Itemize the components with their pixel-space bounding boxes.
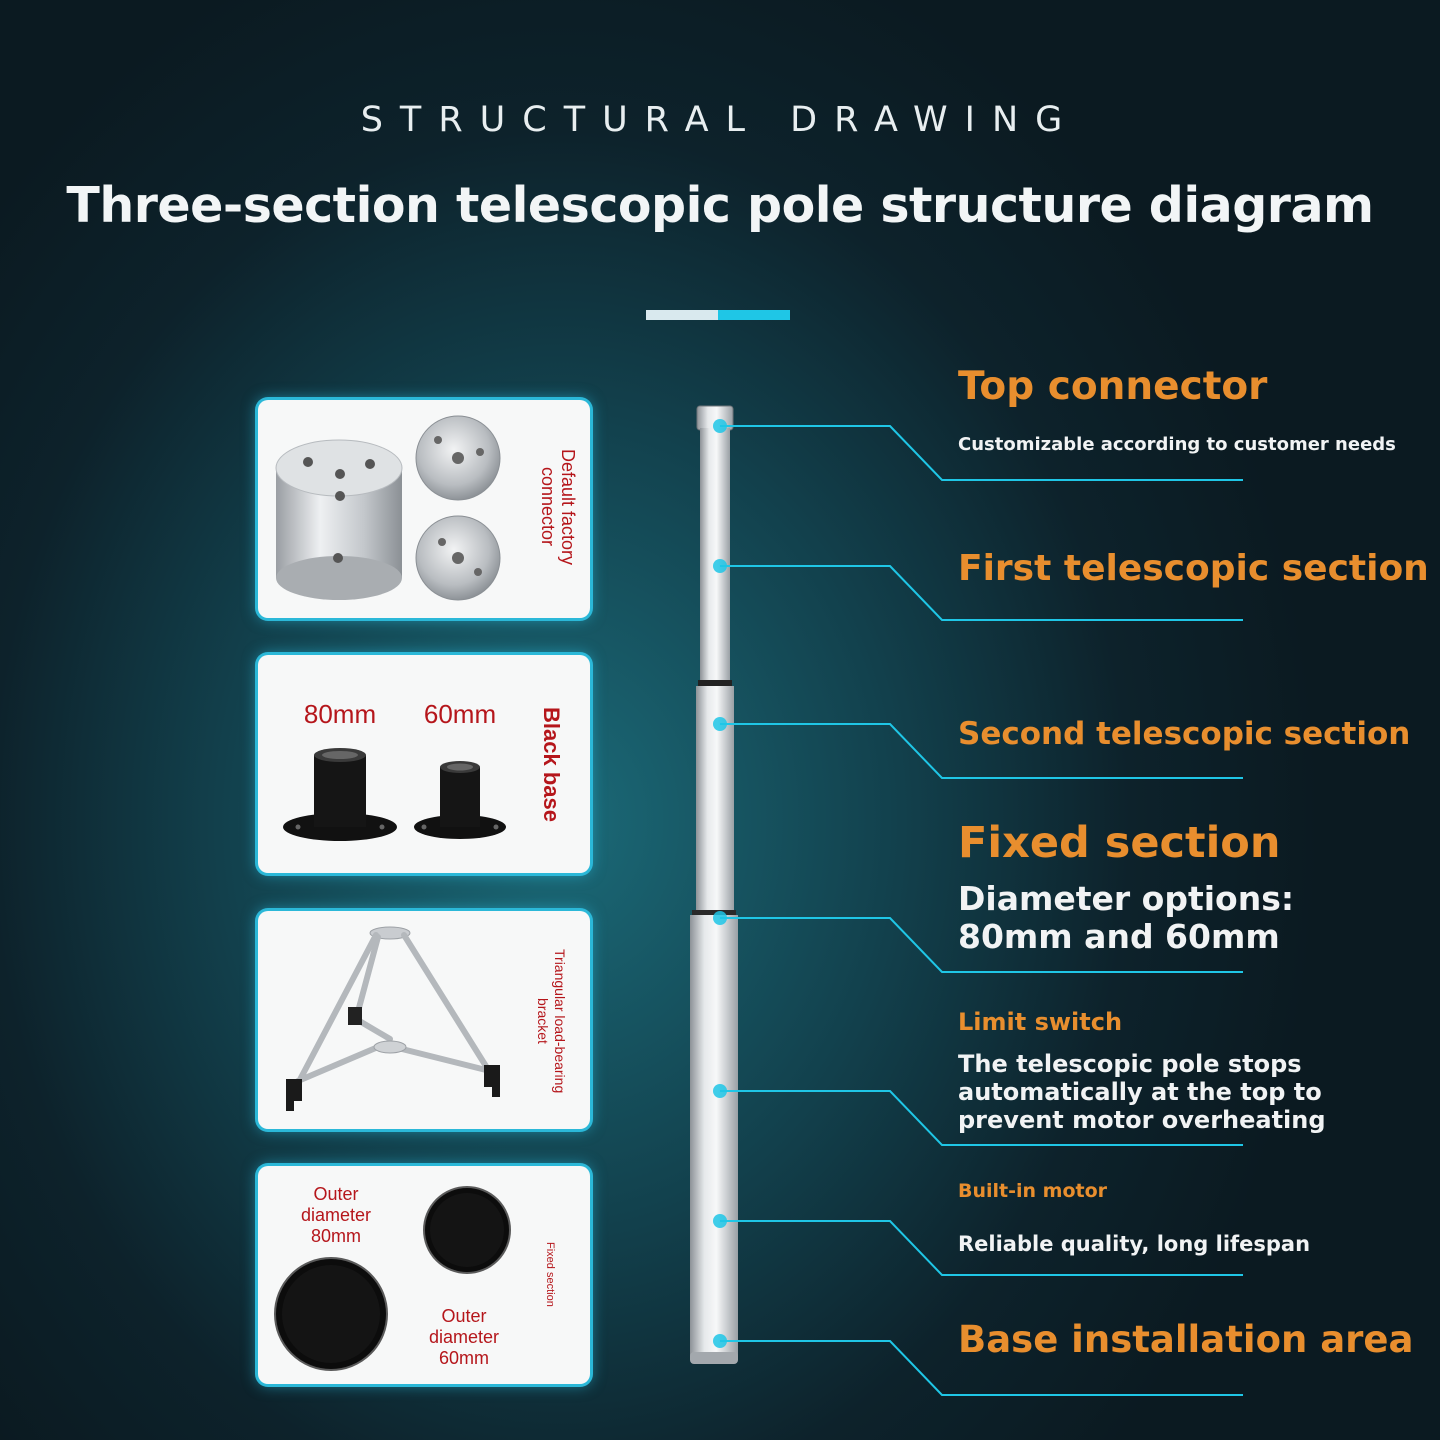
callout-title-top-connector: Top connector <box>958 364 1268 409</box>
tripod-bracket-illustration <box>286 926 500 1111</box>
fixed-section-cross-sections <box>274 1186 511 1371</box>
leader-line-built-in-motor <box>713 1214 1243 1276</box>
leader-line-top-connector <box>713 419 1243 481</box>
leader-line-limit-switch <box>713 1084 1243 1146</box>
callout-title-fixed-section: Fixed section <box>958 818 1281 868</box>
bracket-card: Triangular load-bearing bracket <box>258 911 590 1129</box>
leader-dot <box>713 1334 727 1348</box>
callout-title-built-in-motor: Built-in motor <box>958 1180 1108 1202</box>
outer-diameter-60: Outer diameter 60mm <box>428 1306 500 1368</box>
callout-title-second-telescopic-section: Second telescopic section <box>958 716 1411 752</box>
page-title: Three-section telescopic pole structure … <box>66 177 1374 234</box>
leader-dot <box>713 717 727 731</box>
outer-diameter-80: Outer diameter 80mm <box>300 1184 372 1246</box>
section-kicker: STRUCTURAL DRAWING <box>360 100 1080 140</box>
base-size-80: 80mm <box>303 699 377 729</box>
leader-dot <box>713 911 727 925</box>
leader-line-base-installation-area <box>713 1334 1243 1396</box>
callout-desc-fixed-section: Diameter options: 80mm and 60mm <box>958 879 1295 956</box>
fixed-section-card: Outer diameter 80mm Outer diameter 60mm … <box>258 1166 590 1384</box>
black-base-card: 80mm 60mm Black base <box>258 655 590 873</box>
title-underline <box>646 310 790 320</box>
callout-leader-lines <box>713 419 1243 1396</box>
leader-dot <box>713 559 727 573</box>
black-base-label: Black base <box>539 706 564 822</box>
base-size-60: 60mm <box>423 699 497 729</box>
callout-title-base-installation-area: Base installation area <box>958 1318 1414 1361</box>
leader-line-second-telescopic-section <box>713 717 1243 779</box>
leader-line-first-telescopic-section <box>713 559 1243 621</box>
callout-desc-limit-switch: The telescopic pole stops automatically … <box>958 1050 1326 1134</box>
connector-label: Default factory connector <box>538 448 578 566</box>
fixed-section-card-label: Fixed section <box>544 1241 556 1307</box>
connector-illustration <box>275 415 501 601</box>
callout-title-first-telescopic-section: First telescopic section <box>958 548 1429 589</box>
black-base-illustration <box>283 748 506 841</box>
connector-card: Default factory connector <box>258 400 590 618</box>
callout-title-limit-switch: Limit switch <box>958 1008 1123 1036</box>
leader-dot <box>713 1214 727 1228</box>
bracket-label: Triangular load-bearing bracket <box>535 948 568 1094</box>
callout-desc-built-in-motor: Reliable quality, long lifespan <box>958 1232 1311 1256</box>
callout-desc-top-connector: Customizable according to customer needs <box>958 434 1396 455</box>
leader-dot <box>713 1084 727 1098</box>
leader-line-fixed-section <box>713 911 1243 973</box>
telescopic-pole <box>690 405 738 1364</box>
leader-dot <box>713 419 727 433</box>
